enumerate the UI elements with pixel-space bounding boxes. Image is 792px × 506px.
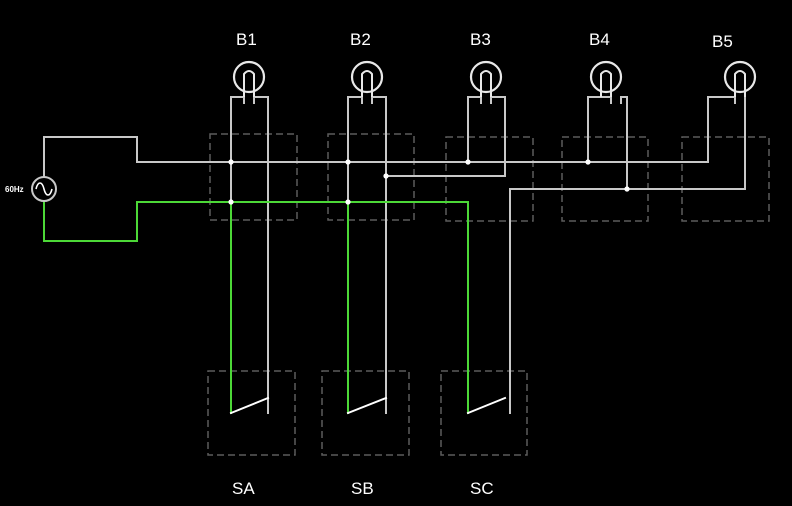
junction-box-b4[interactable]: [561, 136, 649, 222]
switch-box-sb[interactable]: [321, 370, 410, 456]
bulb-labels: B1 B2 B3 B4 B5: [236, 30, 733, 51]
ac-source[interactable]: 60Hz: [5, 176, 57, 202]
sine-wave-icon: [35, 182, 53, 196]
bulb-b1-lead-left: [230, 96, 245, 203]
idle-wires: [43, 96, 746, 414]
bulb-b1-lead-right: [253, 96, 269, 414]
source-live-wire: [43, 200, 469, 414]
bulb-b3[interactable]: [469, 60, 503, 97]
bulb-b4-lead-right: [620, 96, 628, 190]
node-b2-top: [345, 159, 351, 165]
bulb-b4-icon: [589, 60, 623, 94]
bulb-b5-icon: [723, 60, 757, 94]
bulb-b2-lead-left: [347, 96, 363, 203]
switch-sc-contact[interactable]: [466, 396, 507, 415]
bulb-b3-filament: [480, 70, 492, 97]
switch-sa[interactable]: [229, 396, 270, 415]
component-boxes: [207, 133, 770, 456]
bulb-b1-label: B1: [236, 30, 257, 49]
bulb-b5[interactable]: [723, 60, 757, 97]
node-b1-bottom: [228, 199, 234, 205]
bulb-b4[interactable]: [589, 60, 623, 97]
junction-box-b2[interactable]: [327, 133, 415, 221]
bulb-b2-filament: [361, 70, 373, 97]
junction-box-b5[interactable]: [681, 136, 770, 222]
bulb-b1[interactable]: [232, 60, 266, 97]
switch-sb-label: SB: [351, 479, 374, 498]
switch-box-sc[interactable]: [440, 370, 528, 456]
live-wires: [43, 200, 469, 414]
source-neutral-wire: [43, 96, 612, 178]
switch-sc-label: SC: [470, 479, 494, 498]
source-frequency-label: 60Hz: [5, 185, 24, 194]
bulb-b4-filament: [600, 70, 612, 97]
bulb-b2-icon: [350, 60, 384, 94]
bulb-b3-icon: [469, 60, 503, 94]
junction-box-b1[interactable]: [209, 133, 298, 221]
switch-sa-label: SA: [232, 479, 255, 498]
junction-nodes: [228, 159, 630, 205]
node-b1-top: [228, 159, 234, 165]
switch-sb[interactable]: [346, 396, 388, 415]
bulb-b2[interactable]: [350, 60, 384, 97]
bulb-b5-lead-right: [509, 97, 746, 414]
bulb-b5-label: B5: [712, 32, 733, 51]
bulb-b2-lead-right: [371, 96, 387, 414]
bulb-b1-icon: [232, 60, 266, 94]
bulb-b3-lead-right: [385, 96, 506, 177]
bulb-b5-lead-left: [587, 96, 736, 163]
switch-sb-contact[interactable]: [346, 396, 388, 415]
switch-labels: SA SB SC: [232, 479, 494, 498]
node-b2-bottom: [345, 199, 351, 205]
switch-sa-contact[interactable]: [229, 396, 270, 415]
node-b2-return: [383, 173, 389, 179]
bulb-b2-label: B2: [350, 30, 371, 49]
switch-box-sa[interactable]: [207, 370, 296, 456]
bulb-b1-filament: [243, 70, 255, 97]
bulb-b4-label: B4: [589, 30, 610, 49]
junction-box-b3[interactable]: [445, 136, 534, 222]
bulb-b3-lead-left: [467, 96, 482, 163]
node-b4-top: [585, 159, 591, 165]
bulb-b5-filament: [734, 70, 746, 97]
bulb-b3-label: B3: [470, 30, 491, 49]
switch-sc[interactable]: [466, 396, 507, 415]
node-b3-top: [465, 159, 471, 165]
node-b4-return: [624, 186, 630, 192]
